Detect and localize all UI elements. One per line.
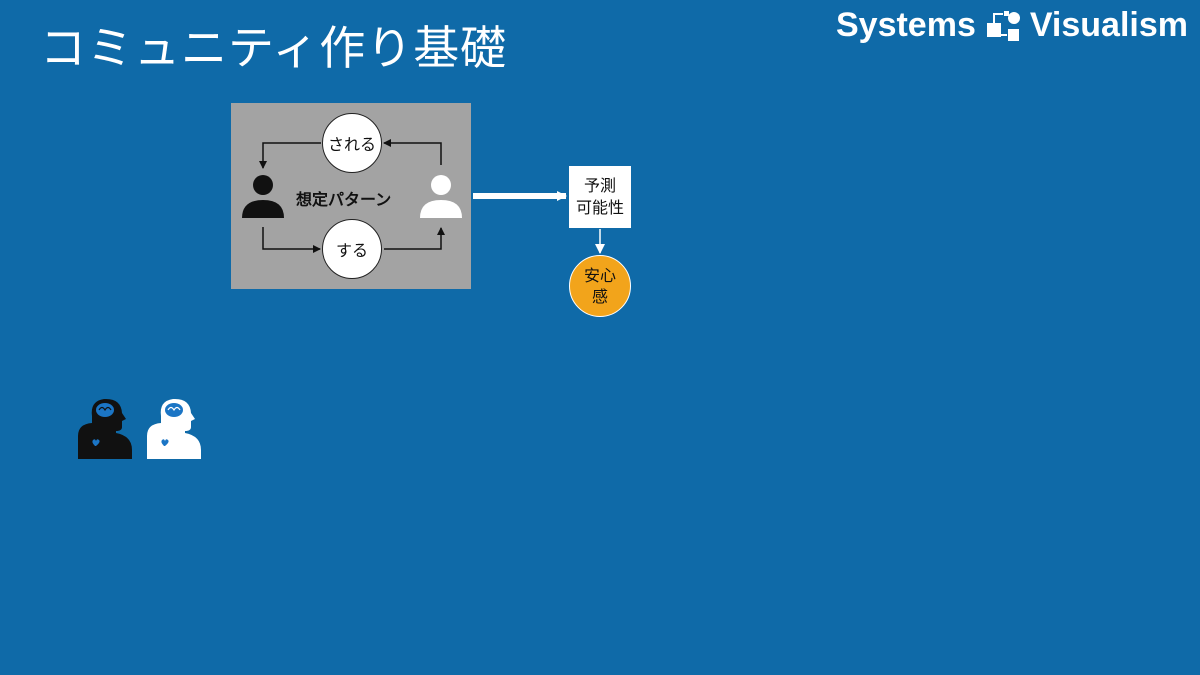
predictability-line-2: 可能性 [575,198,624,217]
sareru-label: される [327,135,376,154]
arrow-to-left-person [259,142,321,169]
person-icon-black [242,175,284,218]
expected-pattern-label: 想定パターン [296,190,392,209]
security-line-2: 感 [591,287,608,306]
arrow-to-suru [262,227,321,253]
brand-left-word: Systems [835,6,976,44]
security-line-1: 安心 [583,266,616,285]
brand-right-word: Visualism [1029,6,1188,44]
arrow-to-right-person [384,227,445,250]
page-title: コミュニティ作り基礎 [40,21,508,75]
head-brain-heart-icon-white [147,398,201,459]
brand-logo: Systems Visualism [836,6,1188,45]
head-brain-heart-icon-black [78,398,132,459]
sareru-circle: される [322,113,382,173]
arrow-to-sareru [383,139,442,165]
person-icon-white [420,175,462,218]
systems-visualism-logo-icon [986,10,1020,41]
suru-circle: する [322,219,382,279]
predictability-line-1: 予測 [583,176,616,195]
suru-label: する [335,241,368,260]
sense-of-security-circle: 安心 感 [569,255,631,317]
predictability-box: 予測 可能性 [569,166,631,228]
